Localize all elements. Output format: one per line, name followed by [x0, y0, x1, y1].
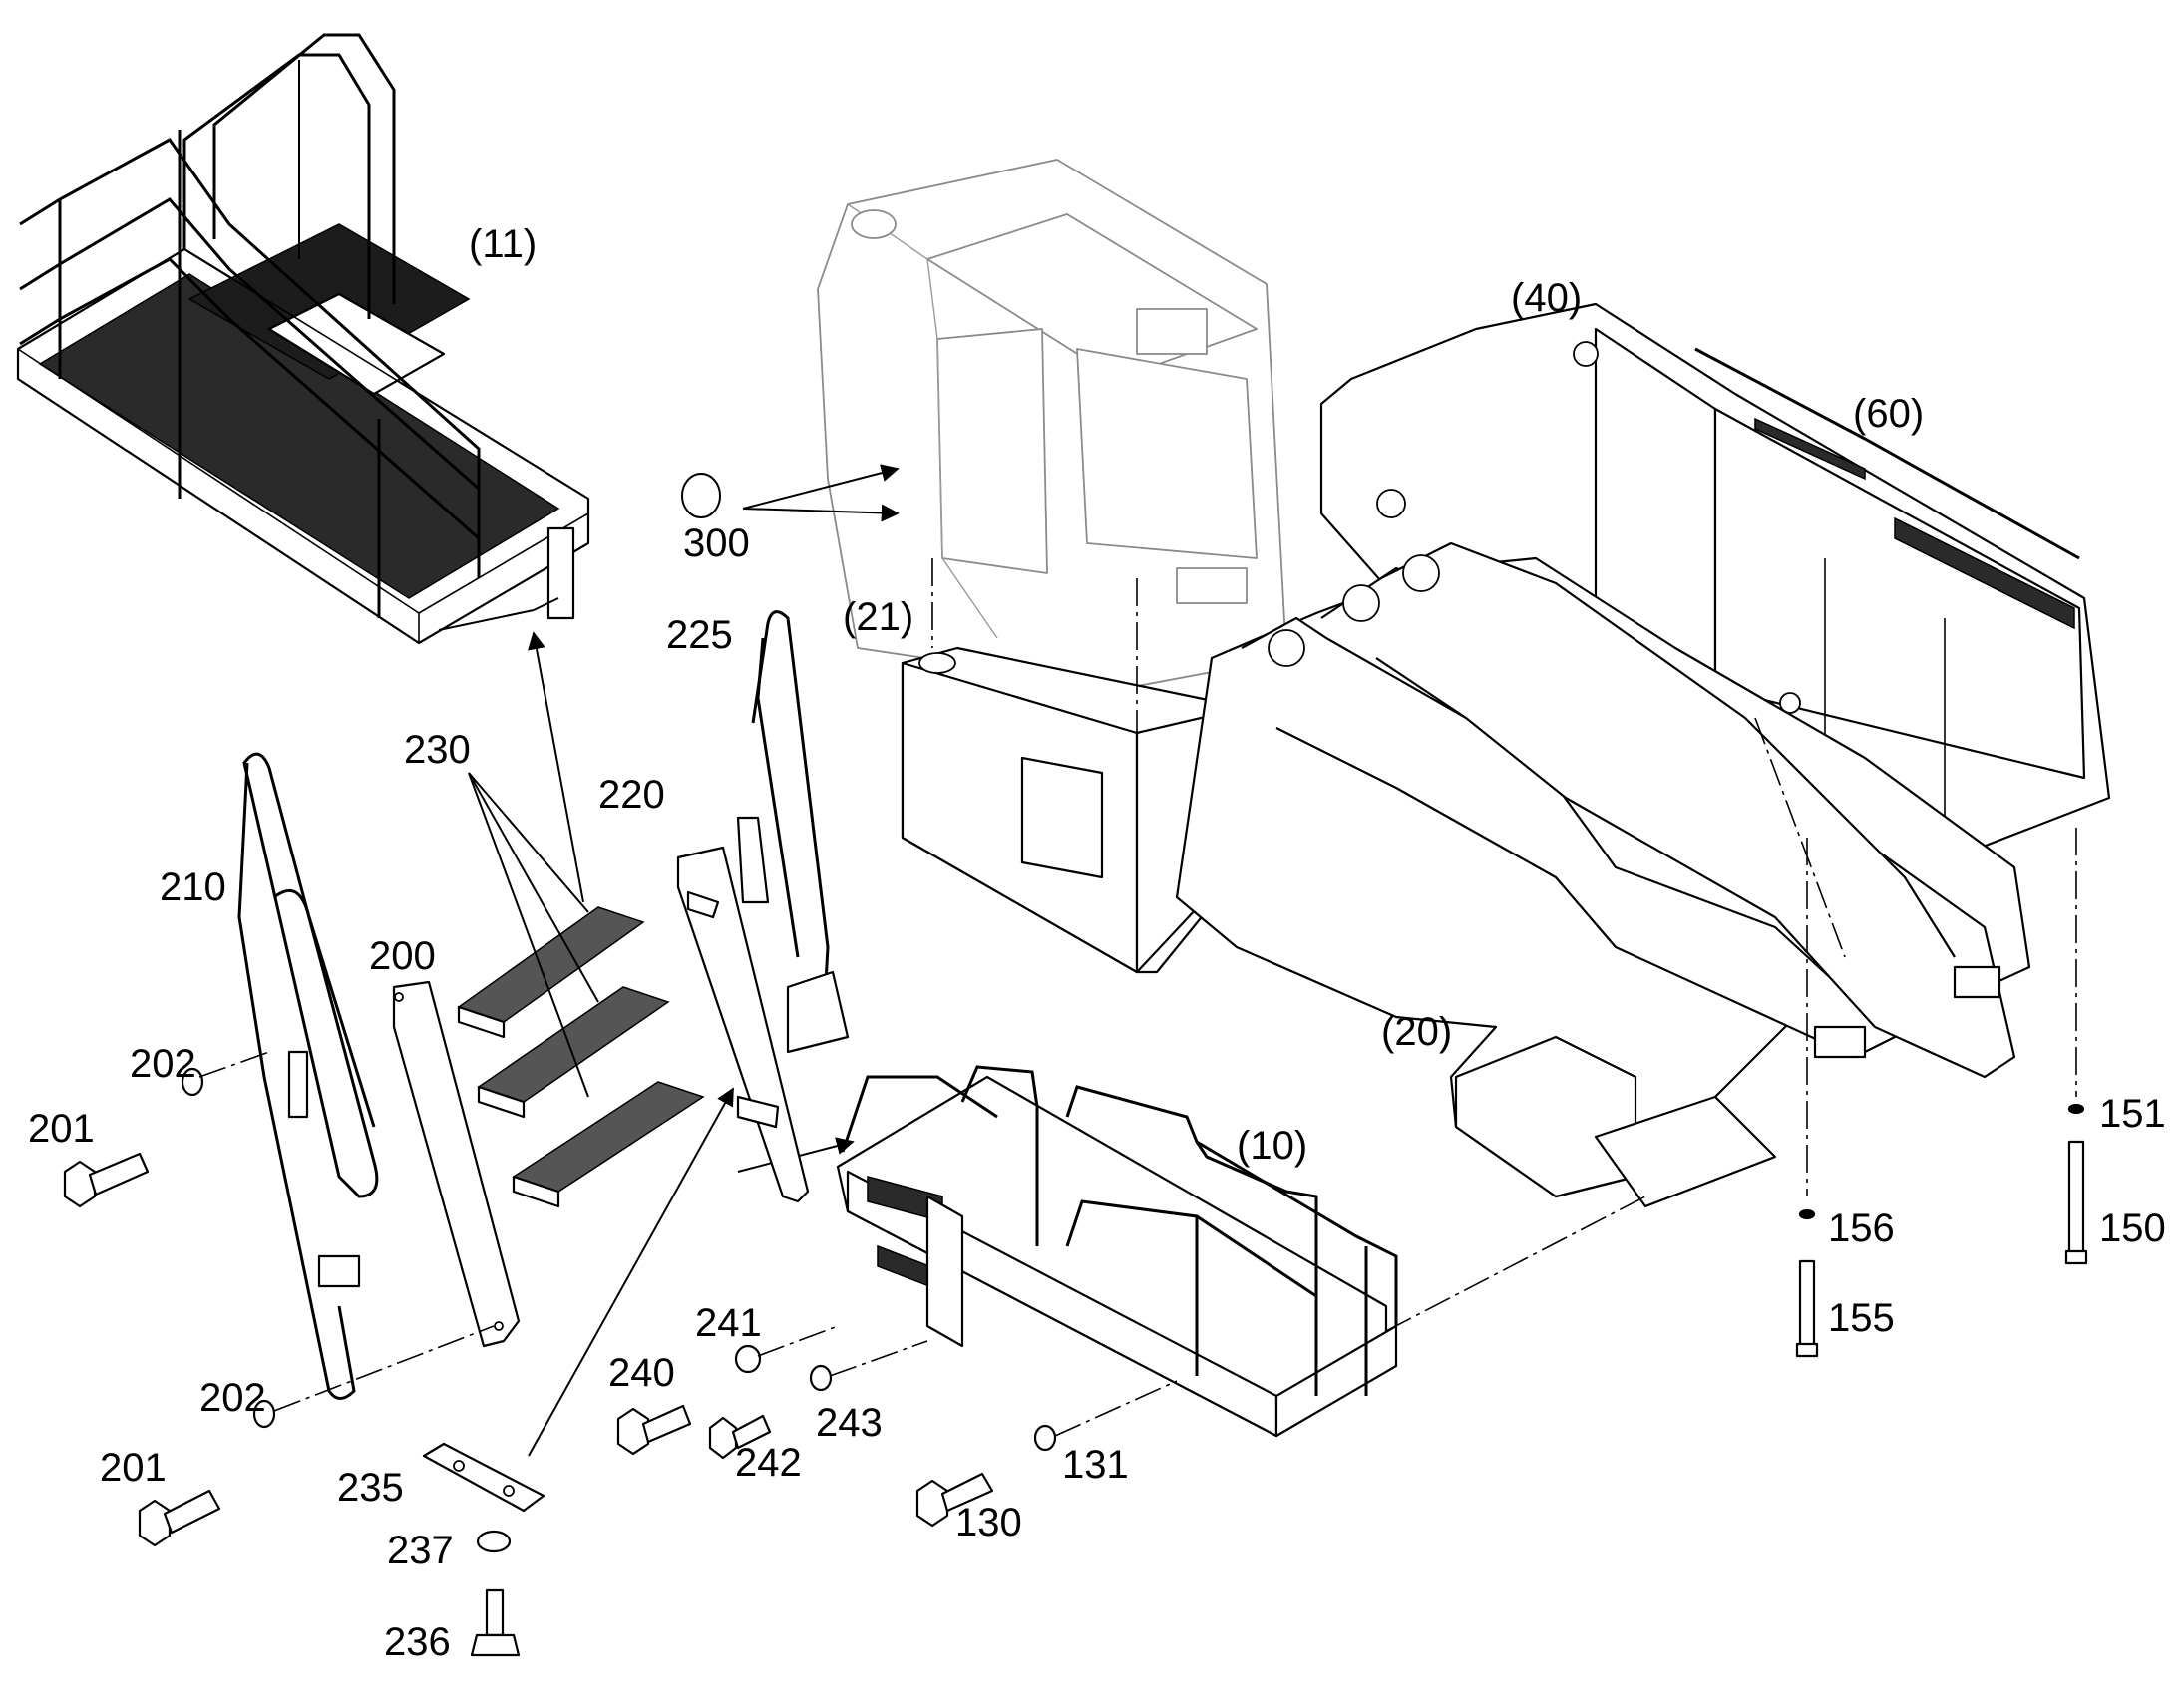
label-200: 200	[369, 934, 436, 978]
washer-156	[1798, 1208, 1816, 1220]
seal-ring-300	[681, 473, 721, 518]
bolt-242	[708, 1414, 772, 1460]
label-40: (40)	[1511, 276, 1582, 320]
label-237: 237	[387, 1529, 454, 1572]
label-151: 151	[2099, 1092, 2166, 1136]
label-236: 236	[384, 1620, 451, 1664]
label-10: (10)	[1237, 1124, 1307, 1168]
label-20: (20)	[1381, 1010, 1452, 1054]
label-225: 225	[666, 613, 733, 657]
centerline-131	[1054, 1380, 1178, 1437]
rear-housing-assembly	[1319, 302, 2111, 859]
leader-230-a	[468, 772, 589, 913]
centerline-lower-platform	[1385, 1196, 1646, 1332]
handrail-210	[237, 752, 379, 1400]
label-202-lower: 202	[199, 1376, 266, 1420]
leader-220	[528, 631, 584, 903]
washer-243	[809, 1364, 833, 1392]
label-21: (21)	[843, 595, 913, 639]
washer-237	[476, 1530, 512, 1553]
label-240: 240	[608, 1351, 675, 1395]
label-11: (11)	[469, 222, 537, 266]
leader-11-b	[533, 597, 559, 611]
washer-202-upper	[181, 1067, 204, 1097]
main-frame-assembly	[1175, 541, 2031, 1208]
upper-platform-assembly	[16, 33, 590, 645]
lower-platform-assembly	[836, 1065, 1398, 1438]
operator-cab	[817, 159, 1287, 689]
leader-235	[528, 1087, 734, 1457]
bolt-150	[2064, 1140, 2088, 1265]
leader-230-c	[468, 772, 589, 1098]
label-130: 130	[955, 1501, 1022, 1544]
leader-230-b	[468, 772, 599, 1003]
stair-stringer-220	[676, 846, 810, 1203]
washer-202-lower	[252, 1399, 276, 1429]
leader-300-a	[742, 464, 900, 510]
stair-treads-230	[457, 906, 705, 1208]
bolt-130	[915, 1472, 994, 1528]
label-202-upper: 202	[130, 1042, 196, 1086]
label-243: 243	[816, 1401, 883, 1445]
bolt-240	[616, 1404, 692, 1456]
centerline-frame-60	[1754, 717, 1846, 958]
label-235: 235	[337, 1466, 404, 1510]
bolt-155	[1795, 1259, 1819, 1358]
bolt-236	[470, 1588, 521, 1657]
label-201-lower: 201	[100, 1446, 167, 1490]
bolt-201-lower	[138, 1489, 221, 1547]
leader-300-b	[742, 504, 900, 522]
handrail-225	[736, 610, 850, 1054]
label-242: 242	[735, 1441, 802, 1485]
bolt-201-upper	[63, 1152, 150, 1208]
label-60: (60)	[1853, 392, 1924, 436]
label-220: 220	[598, 773, 665, 817]
centerline-241	[757, 1325, 839, 1357]
label-131: 131	[1062, 1443, 1129, 1487]
stair-stringer-200	[392, 980, 521, 1348]
centerline-243	[829, 1340, 928, 1377]
label-201-upper: 201	[28, 1107, 95, 1151]
washer-131	[1033, 1424, 1057, 1452]
label-150: 150	[2099, 1206, 2166, 1250]
washer-241	[734, 1344, 762, 1374]
washer-151	[2067, 1103, 2085, 1115]
plate-235	[422, 1442, 545, 1513]
label-230: 230	[404, 728, 471, 772]
label-156: 156	[1828, 1206, 1895, 1250]
label-241: 241	[695, 1301, 762, 1345]
label-155: 155	[1828, 1296, 1895, 1340]
leader-11-a	[438, 609, 535, 631]
label-300: 300	[683, 521, 750, 565]
label-210: 210	[160, 865, 226, 909]
centerline-202-lower	[273, 1325, 495, 1412]
centerline-202-upper	[198, 1051, 270, 1078]
